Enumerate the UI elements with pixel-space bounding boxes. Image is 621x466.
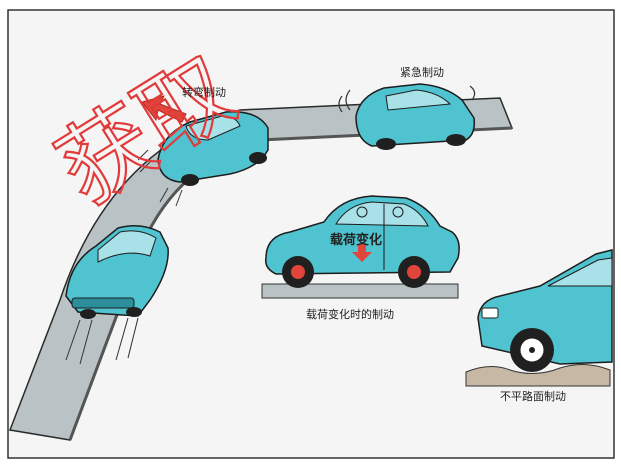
car-headlight: [481, 307, 499, 319]
ground-strip-load-change: [261, 283, 459, 299]
ground-strip-uneven: [465, 364, 611, 387]
motion-lines: [137, 149, 183, 207]
car-tire: [181, 174, 199, 186]
car-uneven-road: [477, 249, 613, 372]
label-uneven-road-braking: 不平路面制动: [500, 390, 566, 403]
skid-marks: [65, 317, 139, 365]
turn-direction-arrow: [141, 95, 187, 123]
car-turning: [137, 111, 269, 207]
car-tire: [80, 309, 96, 319]
car-tire: [446, 134, 466, 146]
car-tire: [376, 138, 396, 150]
car-tire: [249, 152, 267, 164]
car-load-change: [264, 195, 460, 288]
car-body: [157, 111, 269, 183]
car-emergency-braking: [338, 83, 476, 150]
car-wheel-rear: [398, 256, 430, 288]
car-windshield: [97, 230, 157, 263]
car-lower-left: [65, 225, 169, 365]
car-windshield: [185, 115, 241, 141]
label-turn-braking: 转弯制动: [182, 85, 226, 99]
label-load-change: 载荷变化: [330, 232, 382, 248]
passenger-icons: [356, 206, 404, 218]
car-windshield: [547, 257, 613, 287]
label-emergency-braking: 紧急制动: [400, 65, 444, 79]
car-wheel: [510, 328, 554, 372]
load-arrow: [352, 244, 372, 262]
car-tire: [126, 307, 142, 317]
car-bumper: [71, 297, 135, 309]
label-load-change-braking: 载荷变化时的制动: [306, 307, 394, 321]
motion-lines: [338, 85, 476, 113]
car-windows: [385, 89, 452, 111]
car-wheel-front: [282, 256, 314, 288]
